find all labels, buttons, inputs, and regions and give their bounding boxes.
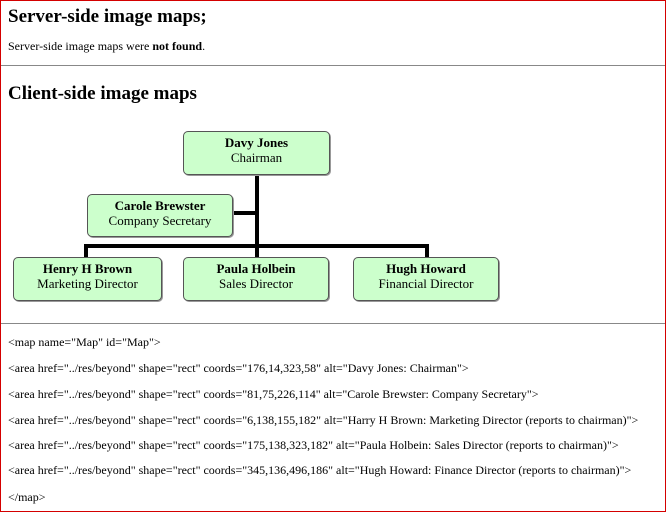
node-role: Sales Director (218, 276, 293, 291)
client-side-heading: Client-side image maps (8, 83, 197, 104)
org-node-henry-h-brown[interactable]: Henry H Brown Marketing Director (13, 257, 162, 301)
status-prefix: Server-side image maps were (8, 39, 153, 53)
code-line-area-hugh: <area href="../res/beyond" shape="rect" … (8, 463, 632, 477)
node-name: Henry H Brown (42, 261, 133, 276)
org-node-carole-brewster[interactable]: Carole Brewster Company Secretary (87, 194, 233, 237)
node-name: Davy Jones (224, 135, 289, 150)
node-name: Paula Holbein (216, 261, 296, 276)
divider (1, 323, 665, 324)
node-role: Financial Director (378, 276, 474, 291)
node-role: Marketing Director (37, 276, 138, 291)
code-line-area-davy: <area href="../res/beyond" shape="rect" … (8, 361, 469, 375)
org-chart-right-drop-line (425, 244, 429, 258)
divider (1, 65, 665, 66)
org-node-hugh-howard[interactable]: Hugh Howard Financial Director (353, 257, 499, 301)
code-line-area-carole: <area href="../res/beyond" shape="rect" … (8, 387, 539, 401)
node-role: Chairman (230, 150, 283, 165)
status-not-found: not found (152, 39, 203, 53)
code-line-area-paula: <area href="../res/beyond" shape="rect" … (8, 438, 619, 452)
code-line-area-harry: <area href="../res/beyond" shape="rect" … (8, 413, 639, 427)
status-suffix: . (202, 39, 206, 53)
org-chart-center-drop-line (255, 244, 259, 258)
server-side-status: Server-side image maps were not found. (8, 39, 205, 54)
org-chart-trunk-line (255, 174, 259, 246)
org-node-davy-jones[interactable]: Davy Jones Chairman (183, 131, 330, 175)
server-side-heading: Server-side image maps; (8, 6, 207, 27)
node-name: Carole Brewster (114, 198, 206, 213)
org-chart-left-drop-line (84, 244, 88, 258)
code-line-map-open: <map name="Map" id="Map"> (8, 335, 161, 349)
org-chart-secretary-line (231, 211, 257, 215)
org-node-paula-holbein[interactable]: Paula Holbein Sales Director (183, 257, 329, 301)
node-role: Company Secretary (108, 213, 212, 228)
code-line-map-close: </map> (8, 490, 46, 504)
node-name: Hugh Howard (386, 261, 466, 276)
